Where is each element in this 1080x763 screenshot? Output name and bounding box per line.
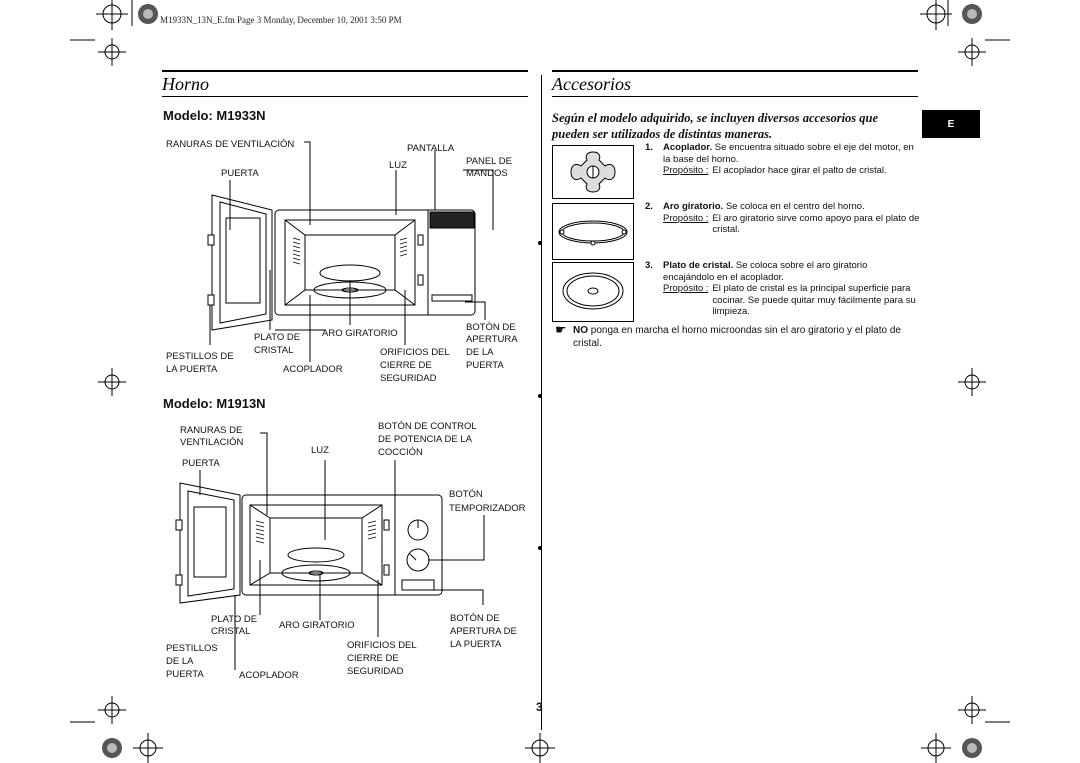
label-b-latches-1: PESTILLOS	[166, 643, 218, 654]
label-b-holes-1: ORIFICIOS DEL	[347, 640, 417, 651]
warning-note: ☛ NO ponga en marcha el horno microondas…	[555, 323, 923, 350]
label-b-holes-3: SEGURIDAD	[347, 666, 404, 677]
label-b-power-1: BOTÓN DE CONTROL	[378, 421, 477, 432]
note-emphasis: NO	[573, 325, 588, 336]
section-title-accessories: Accesorios	[552, 74, 631, 94]
roller-ring-icon	[558, 220, 628, 246]
label-b-coupler: ACOPLADOR	[239, 670, 299, 681]
label-open-4: PUERTA	[466, 360, 504, 371]
label-b-light: LUZ	[311, 445, 329, 456]
glass-tray-image	[552, 262, 634, 322]
language-tab: E	[922, 110, 980, 138]
pointing-hand-icon: ☛	[555, 322, 567, 337]
accessory-2: 2. Aro giratorio. Se coloca en el centro…	[645, 201, 920, 236]
model-a-title: Modelo: M1933N	[163, 108, 266, 123]
label-b-vents-2: VENTILACIÓN	[180, 437, 244, 448]
accessory-number: 3.	[645, 260, 653, 271]
roller-ring-image	[552, 203, 634, 260]
rule-accessories-top	[552, 70, 918, 72]
label-b-open-1: BOTÓN DE	[450, 613, 500, 624]
label-b-vents-1: RANURAS DE	[180, 425, 243, 436]
label-b-power-3: COCCIÓN	[378, 447, 423, 458]
accessories-intro: Según el modelo adquirido, se incluyen d…	[552, 111, 879, 141]
microwave-m1913n-diagram	[175, 432, 485, 670]
label-b-timer-2: TEMPORIZADOR	[449, 503, 526, 514]
coupler-icon	[570, 151, 616, 193]
accessory-name: Aro giratorio.	[663, 201, 724, 212]
accessory-number: 2.	[645, 201, 653, 212]
accessory-name: Plato de cristal.	[663, 260, 734, 271]
label-door: PUERTA	[221, 168, 259, 179]
purpose-label: Propósito :	[663, 212, 709, 224]
label-b-plate-2: CRISTAL	[211, 626, 251, 637]
divider-dot	[538, 241, 542, 245]
label-coupler: ACOPLADOR	[283, 364, 343, 375]
purpose-label: Propósito :	[663, 283, 709, 294]
accessory-3: 3. Plato de cristal. Se coloca sobre el …	[645, 260, 920, 318]
accessory-desc: Se encuentra situado sobre el eje del mo…	[663, 142, 914, 165]
rule-oven-bottom	[162, 96, 528, 97]
label-light: LUZ	[389, 160, 407, 171]
rule-oven-top	[162, 70, 528, 72]
label-b-door: PUERTA	[182, 458, 220, 469]
microwave-m1933n-diagram	[207, 141, 494, 362]
label-ring: ARO GIRATORIO	[322, 328, 398, 339]
label-latches-1: PESTILLOS DE	[166, 351, 234, 362]
accessory-1: 1. Acoplador. Se encuentra situado sobre…	[645, 142, 920, 177]
purpose-text: El plato de cristal es la principal supe…	[712, 283, 916, 317]
label-panel-2: MANDOS	[466, 168, 508, 179]
label-panel-1: PANEL DE	[466, 156, 512, 167]
label-holes-1: ORIFICIOS DEL	[380, 347, 450, 358]
divider-dot	[538, 394, 542, 398]
purpose-text: El aro giratorio sirve como apoyo para e…	[712, 212, 920, 236]
model-b-title: Modelo: M1913N	[163, 396, 266, 411]
accessory-number: 1.	[645, 142, 653, 153]
purpose-text: El acoplador hace girar el palto de cris…	[712, 165, 887, 176]
label-latches-2: LA PUERTA	[166, 364, 218, 375]
column-divider	[541, 75, 542, 730]
label-plate-2: CRISTAL	[254, 345, 294, 356]
section-title-oven: Horno	[162, 74, 210, 94]
label-b-holes-2: CIERRE DE	[347, 653, 399, 664]
purpose-label: Propósito :	[663, 165, 709, 176]
accessory-desc: Se coloca sobre el aro giratorio encaján…	[663, 260, 868, 283]
label-b-power-2: DE POTENCIA DE LA	[378, 434, 472, 445]
label-display: PANTALLA	[407, 143, 455, 154]
label-holes-3: SEGURIDAD	[380, 373, 437, 384]
print-header-line: M1933N_13N_E.fm Page 3 Monday, December …	[160, 15, 402, 25]
label-b-ring: ARO GIRATORIO	[279, 620, 355, 631]
label-open-1: BOTÓN DE	[466, 322, 516, 333]
rule-accessories-bottom	[552, 96, 918, 97]
glass-tray-icon	[562, 272, 624, 310]
label-b-latches-2: DE LA	[166, 656, 194, 667]
label-open-2: APERTURA	[466, 334, 518, 345]
divider-dot	[538, 546, 542, 550]
accessory-desc: Se coloca en el centro del horno.	[725, 201, 865, 212]
page-number: 3	[536, 700, 543, 714]
label-holes-2: CIERRE DE	[380, 360, 432, 371]
label-b-timer-1: BOTÓN	[449, 489, 483, 500]
label-b-open-3: LA PUERTA	[450, 639, 502, 650]
note-text: ponga en marcha el horno microondas sin …	[573, 325, 901, 349]
label-open-3: DE LA	[466, 347, 494, 358]
label-plate-1: PLATO DE	[254, 332, 301, 343]
accessory-name: Acoplador.	[663, 142, 713, 153]
label-vents: RANURAS DE VENTILACIÓN	[166, 139, 295, 150]
coupler-image	[552, 145, 634, 199]
label-b-latches-3: PUERTA	[166, 669, 204, 680]
label-b-open-2: APERTURA DE	[450, 626, 517, 637]
label-b-plate-1: PLATO DE	[211, 614, 258, 625]
